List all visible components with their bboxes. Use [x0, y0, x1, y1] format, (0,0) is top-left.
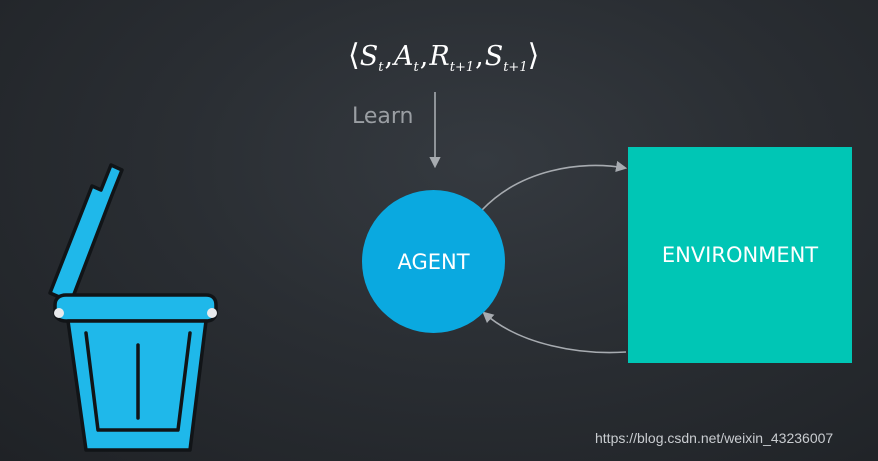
environment-node: ENVIRONMENT — [628, 147, 852, 363]
feedback-arrow — [482, 311, 627, 354]
tuple-reward: R — [429, 41, 450, 72]
tuple-reward-subscript: t+1 — [449, 60, 475, 75]
tuple-state: S — [359, 41, 379, 72]
tuple-next-state-subscript: t+1 — [503, 60, 528, 75]
trash-can-icon — [48, 163, 218, 452]
agent-label: AGENT — [397, 249, 470, 274]
tuple-separator: , — [475, 41, 484, 72]
learn-label: Learn — [352, 104, 414, 129]
environment-label: ENVIRONMENT — [661, 243, 819, 267]
experience-tuple: ⟨St,At,Rt+1,St+1⟩ — [348, 34, 539, 78]
watermark-url: https://blog.csdn.net/weixin_43236007 — [595, 430, 834, 446]
tuple-state-subscript: t — [378, 60, 384, 75]
tuple-separator: , — [384, 41, 394, 72]
agent-node: AGENT — [362, 190, 505, 333]
tuple-open-bracket: ⟨ — [348, 38, 360, 73]
action-arrow — [481, 160, 628, 211]
tuple-action: A — [394, 41, 414, 72]
tuple-next-state: S — [484, 41, 504, 72]
tuple-close-bracket: ⟩ — [527, 38, 540, 73]
tuple-action-subscript: t — [413, 60, 419, 75]
tuple-separator: , — [419, 41, 429, 72]
